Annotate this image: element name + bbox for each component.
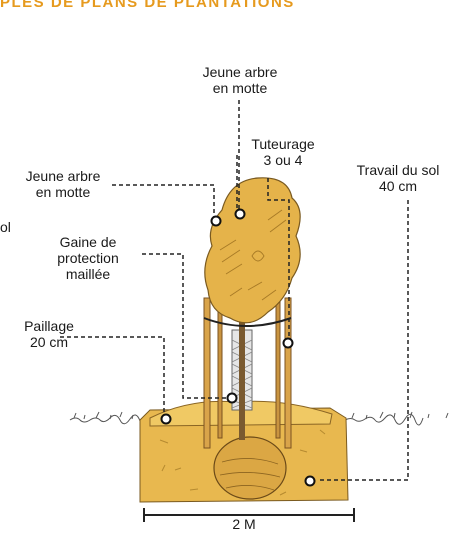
root-ball: [214, 437, 286, 499]
label-stake: Tuteurage 3 ou 4: [238, 136, 328, 168]
label-sheath: Gaine de protection maillée: [30, 234, 146, 282]
label-soil: Travail du sol 40 cm: [340, 162, 456, 194]
label-left-tree: Jeune arbre en motte: [8, 168, 118, 200]
label-mulch: Paillage 20 cm: [10, 318, 88, 350]
label-top-tree: Jeune arbre en motte: [180, 64, 300, 96]
dimension-label: 2 M: [214, 516, 274, 532]
label-cut-off-left: ol: [0, 219, 14, 235]
